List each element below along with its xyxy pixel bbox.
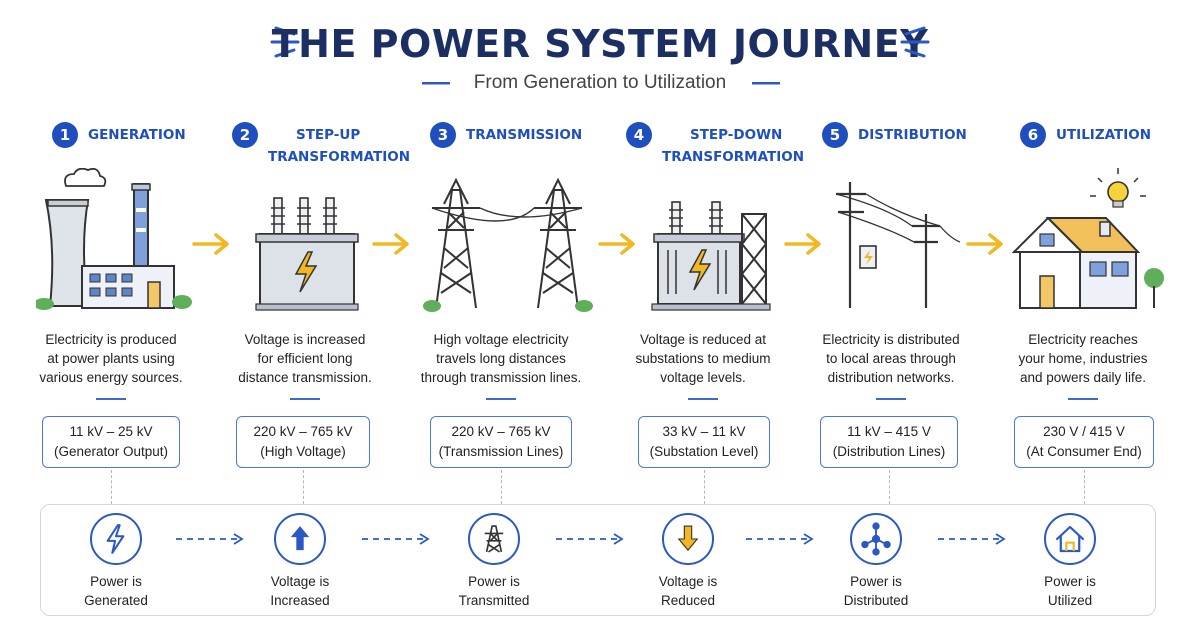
network-icon xyxy=(850,513,902,565)
dashed-arrow-icon xyxy=(556,533,624,545)
transmission-tower-icon xyxy=(423,177,593,312)
stage-number-badge: 5 xyxy=(822,122,848,148)
arrow-right-icon xyxy=(372,233,409,255)
voltage-box-transmission: 220 kV – 765 kV (Transmission Lines) xyxy=(430,416,572,468)
stage-name: STEP-DOWN xyxy=(690,127,783,143)
arrow-right-icon xyxy=(784,233,821,255)
subtitle-line-left xyxy=(422,82,450,85)
connector-line xyxy=(111,470,112,504)
voltage-box-generation: 11 kV – 25 kV (Generator Output) xyxy=(42,416,180,468)
voltage-range: 220 kV – 765 kV xyxy=(451,424,551,439)
voltage-box-step-up: 220 kV – 765 kV (High Voltage) xyxy=(236,416,370,468)
summary-panel xyxy=(40,504,1156,616)
tower-icon xyxy=(468,513,520,565)
stage-number-badge: 2 xyxy=(232,122,258,148)
divider xyxy=(486,398,516,400)
title-decoration-right xyxy=(900,26,930,58)
stage-name: TRANSMISSION xyxy=(466,127,583,143)
stage-header-utilization: 6 UTILIZATION xyxy=(1020,122,1151,166)
arrow-up-icon xyxy=(274,513,326,565)
page-subtitle: From Generation to Utilization xyxy=(473,72,727,93)
divider xyxy=(688,398,718,400)
connector-line xyxy=(704,470,705,504)
voltage-range: 33 kV – 11 kV xyxy=(662,424,746,439)
stage-name: DISTRIBUTION xyxy=(858,127,967,143)
divider xyxy=(1068,398,1098,400)
connector-line xyxy=(889,470,890,504)
step-down-substation-icon xyxy=(651,201,771,311)
stage-name: UTILIZATION xyxy=(1056,127,1152,143)
stage-description-transmission: High voltage electricity travels long di… xyxy=(420,332,582,385)
power-plant-icon xyxy=(36,168,192,310)
voltage-range: 230 V / 415 V xyxy=(1043,424,1125,439)
subtitle-line-right xyxy=(752,82,780,85)
house-bulb-icon xyxy=(1011,168,1164,309)
dashed-arrow-icon xyxy=(362,533,430,545)
stage-number-badge: 6 xyxy=(1020,122,1046,148)
stage-number-badge: 1 xyxy=(52,122,78,148)
voltage-box-utilization: 230 V / 415 V (At Consumer End) xyxy=(1014,416,1154,468)
voltage-note: (High Voltage) xyxy=(260,444,346,459)
voltage-note: (Distribution Lines) xyxy=(832,444,946,459)
divider xyxy=(96,398,126,400)
stage-header-step-up: 2 STEP-UP TRANSFORMATION xyxy=(232,122,410,166)
stage-description-generation: Electricity is produced at power plants … xyxy=(39,332,183,385)
voltage-note: (Transmission Lines) xyxy=(438,444,564,459)
voltage-range: 11 kV – 415 V xyxy=(847,424,931,439)
stage-description-distribution: Electricity is distributed to local area… xyxy=(822,332,960,385)
voltage-range: 220 kV – 765 kV xyxy=(253,424,353,439)
voltage-box-step-down: 33 kV – 11 kV (Substation Level) xyxy=(638,416,770,468)
connector-line xyxy=(1084,470,1085,504)
voltage-box-distribution: 11 kV – 415 V (Distribution Lines) xyxy=(820,416,958,468)
dashed-arrow-icon xyxy=(938,533,1006,545)
voltage-note: (Generator Output) xyxy=(53,444,169,459)
connector-line xyxy=(501,470,502,504)
voltage-note: (Substation Level) xyxy=(649,444,759,459)
voltage-range: 11 kV – 25 kV xyxy=(69,424,153,439)
stage-description-step-down: Voltage is reduced at substations to med… xyxy=(635,332,771,385)
stage-name: STEP-UP xyxy=(296,127,361,143)
stage-name-line2: TRANSFORMATION xyxy=(662,149,805,165)
stage-name: GENERATION xyxy=(88,127,186,143)
stage-header-generation: 1 GENERATION xyxy=(52,122,186,166)
page-title: THE POWER SYSTEM JOURNEY xyxy=(271,22,929,66)
step-up-transformer-icon xyxy=(255,197,359,311)
lightning-icon xyxy=(90,513,142,565)
stage-header-distribution: 5 DISTRIBUTION xyxy=(822,122,967,166)
arrow-down-icon xyxy=(662,513,714,565)
stage-number-badge: 4 xyxy=(626,122,652,148)
stage-header-transmission: 3 TRANSMISSION xyxy=(430,122,582,166)
stage-header-step-down: 4 STEP-DOWN TRANSFORMATION xyxy=(626,122,804,166)
dashed-arrow-icon xyxy=(746,533,814,545)
arrow-right-icon xyxy=(966,233,1003,255)
house-icon xyxy=(1044,513,1096,565)
connector-line xyxy=(303,470,304,504)
divider xyxy=(290,398,320,400)
stage-name-line2: TRANSFORMATION xyxy=(268,149,411,165)
arrow-right-icon xyxy=(598,233,635,255)
divider xyxy=(876,398,906,400)
stage-description-step-up: Voltage is increased for efficient long … xyxy=(238,332,372,385)
voltage-note: (At Consumer End) xyxy=(1026,444,1142,459)
stage-number-badge: 3 xyxy=(430,122,456,148)
title-decoration-left xyxy=(270,26,300,58)
distribution-pole-icon xyxy=(835,182,961,308)
stage-description-utilization: Electricity reaches your home, industrie… xyxy=(1018,332,1148,385)
dashed-arrow-icon xyxy=(176,533,244,545)
arrow-right-icon xyxy=(192,233,229,255)
